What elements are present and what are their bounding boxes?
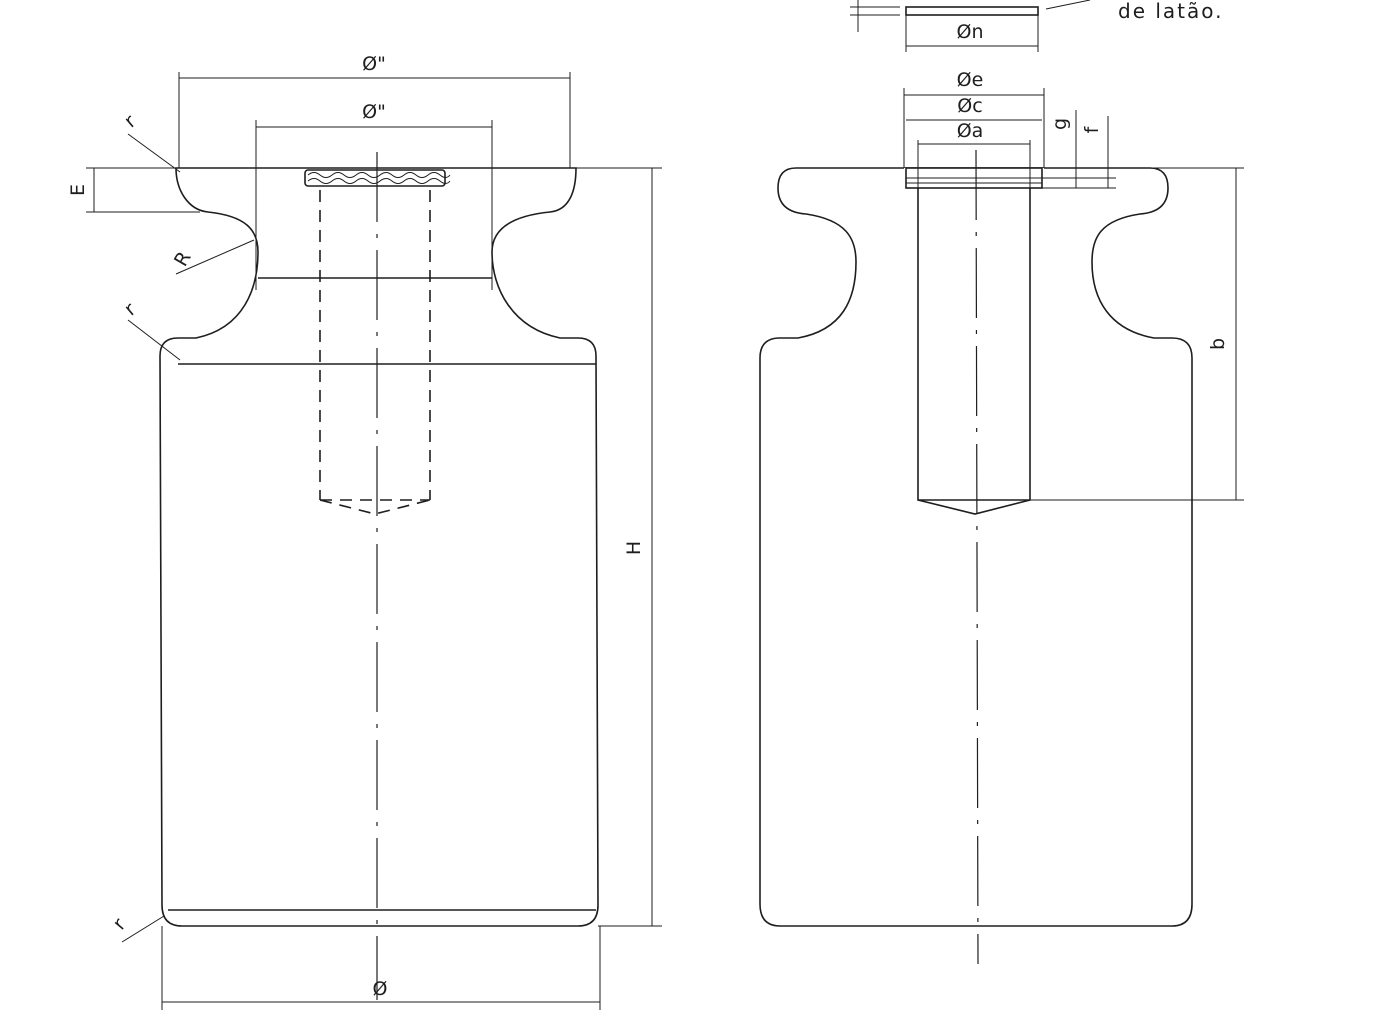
dim-label-f: f [1081, 125, 1103, 133]
weight-section-outline [759, 167, 1193, 927]
thread-insert-left [304, 169, 446, 187]
left-dimensions: Ø" Ø" E r R r r H Ø [67, 53, 662, 1010]
right-dimensions: Øn de latão. Øe Øc Øa g f b [850, 0, 1244, 501]
dim-label-top-outer-diameter: Ø" [362, 53, 386, 75]
dim-label-bottom-diameter: Ø [373, 978, 388, 1000]
bore-outline [917, 188, 1031, 515]
brass-cap-disc [905, 6, 1039, 16]
label-r-shoulder: r [120, 298, 140, 320]
dim-label-E: E [67, 184, 89, 196]
label-r-top: r [120, 110, 140, 132]
dim-label-phi-n: Øn [957, 21, 984, 43]
dim-label-phi-e: Øe [957, 69, 984, 91]
dim-label-H: H [623, 541, 645, 555]
dim-label-phi-c: Øc [957, 95, 982, 117]
right-section-view [759, 6, 1193, 965]
dim-label-b: b [1207, 338, 1229, 350]
dim-label-top-inner-diameter: Ø" [362, 101, 386, 123]
left-elevation-view [159, 152, 599, 1000]
label-r-bottom: r [108, 914, 130, 934]
dim-label-g: g [1049, 118, 1071, 130]
dim-label-phi-a: Øa [957, 120, 984, 142]
weight-outline-left [159, 167, 599, 927]
note-brass: de latão. [1118, 0, 1224, 23]
